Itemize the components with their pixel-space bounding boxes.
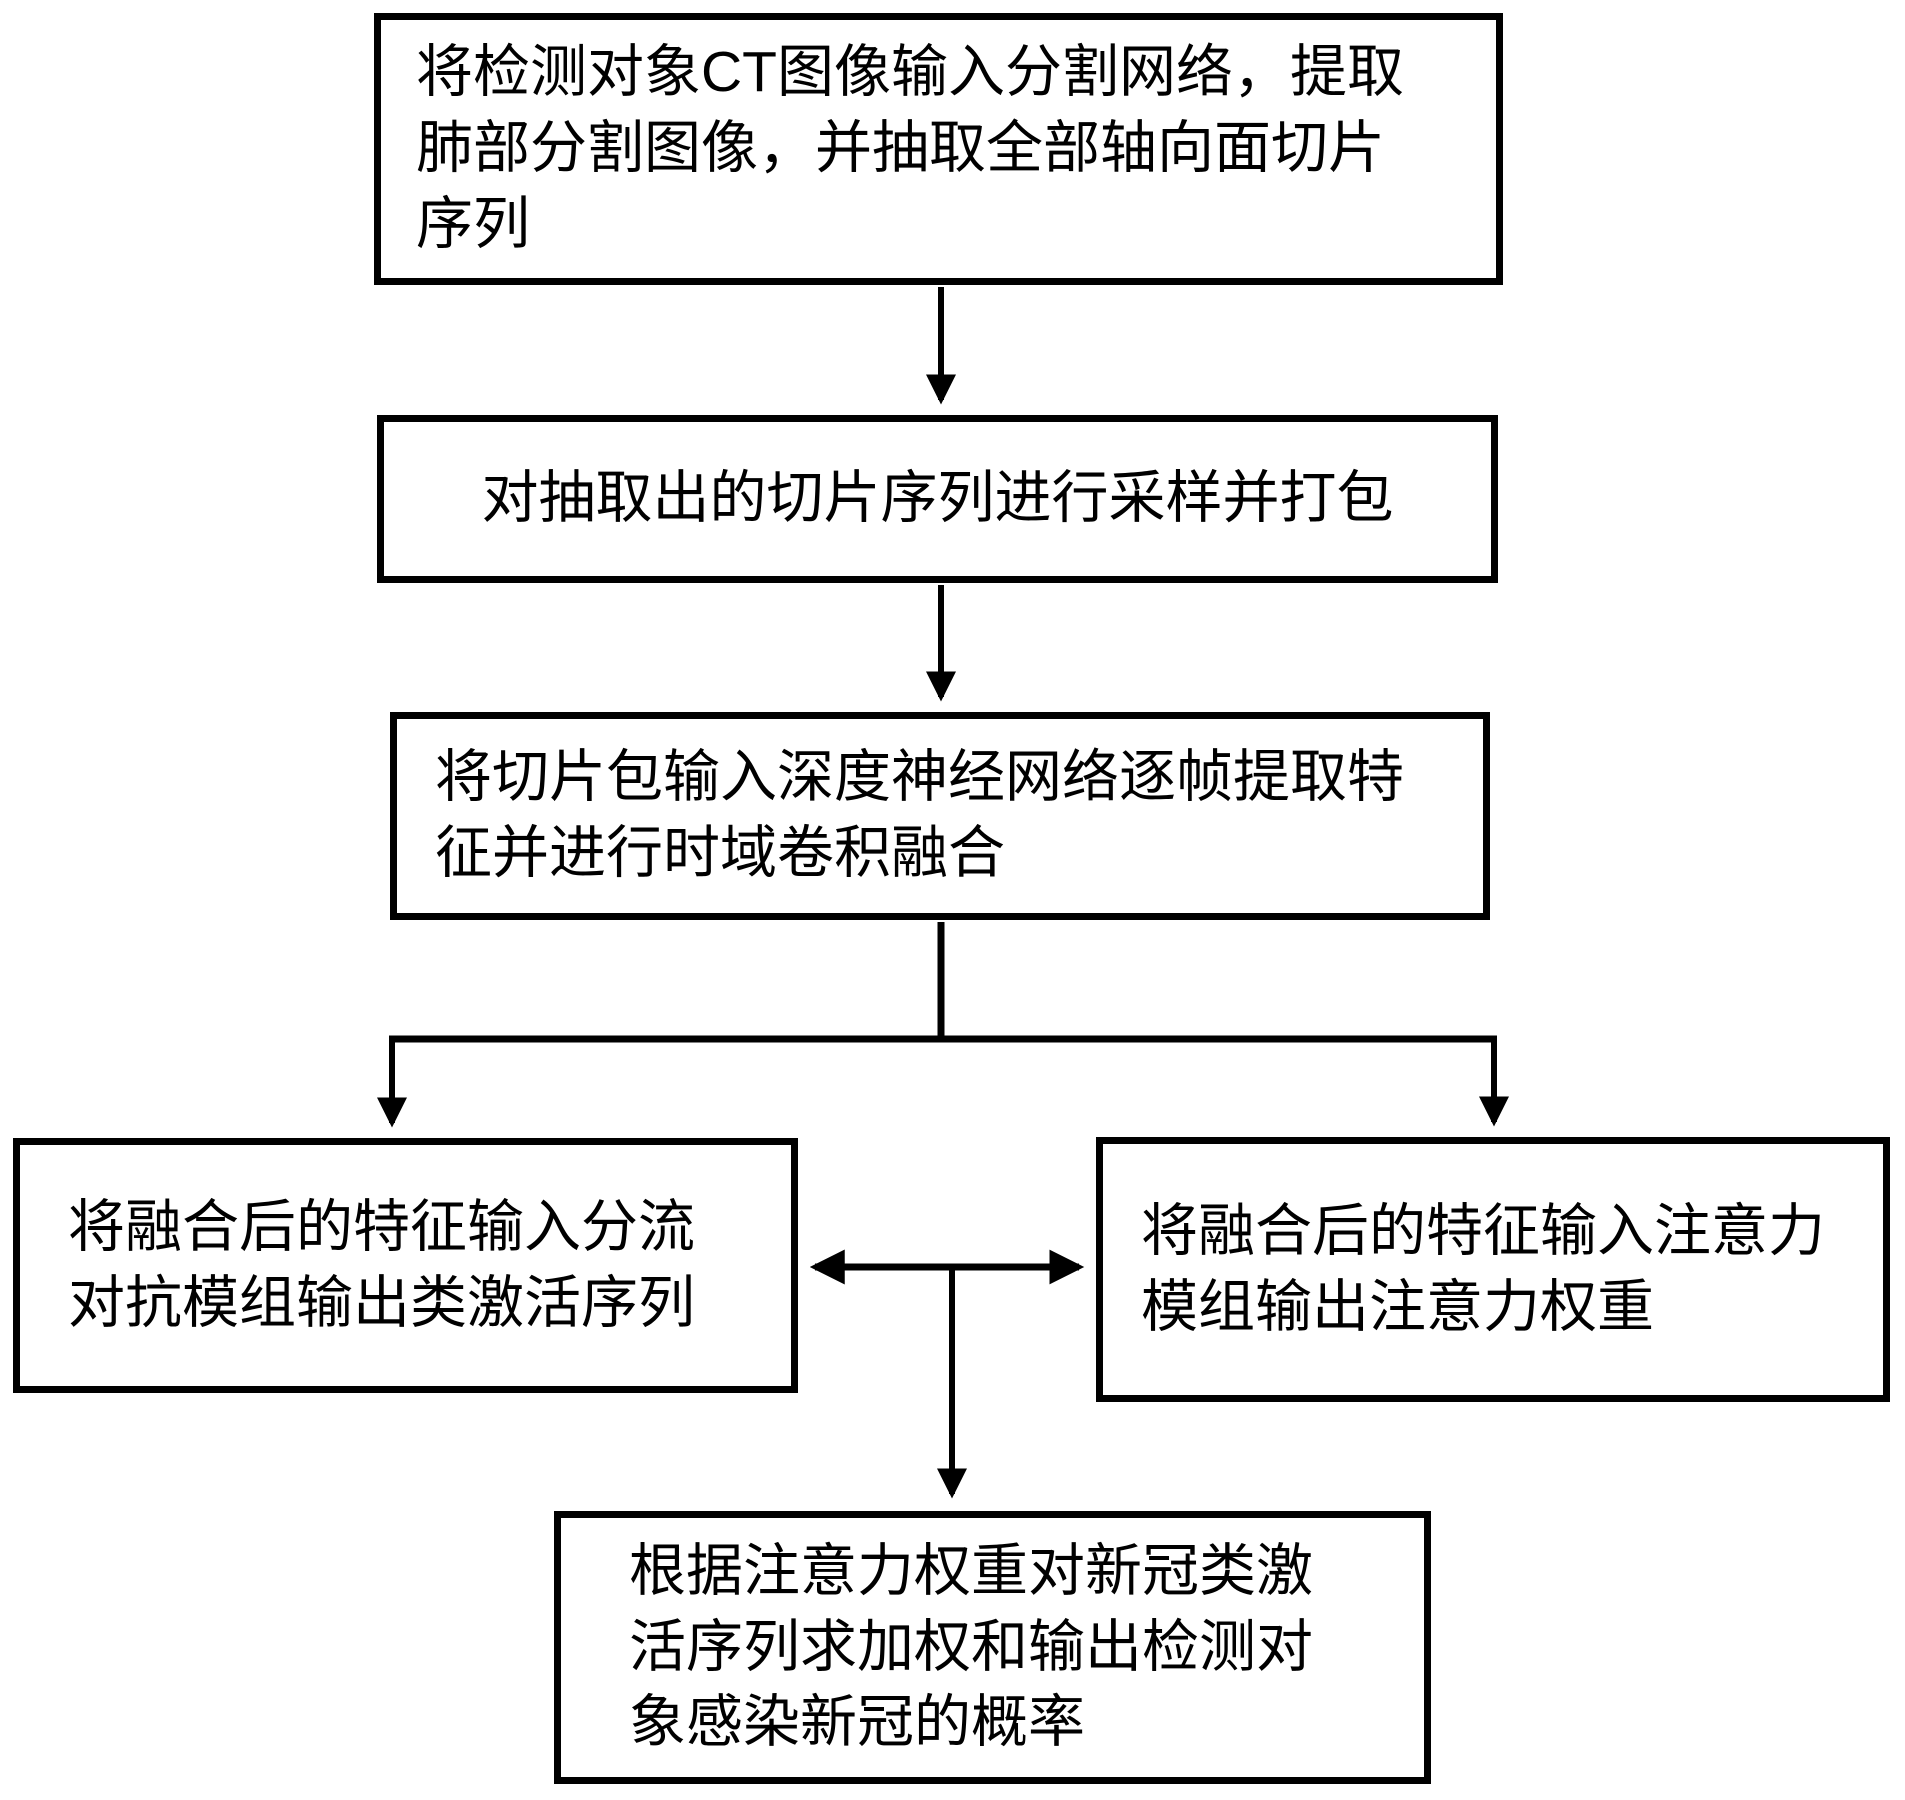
- step-6-label: 根据注意力权重对新冠类激 活序列求加权和输出检测对 象感染新冠的概率: [629, 1538, 1313, 1755]
- flowchart-step-6-output: 根据注意力权重对新冠类激 活序列求加权和输出检测对 象感染新冠的概率: [554, 1511, 1431, 1784]
- step-4-label: 将融合后的特征输入分流 对抗模组输出类激活序列: [68, 1194, 695, 1335]
- flowchart-step-2: 对抽取出的切片序列进行采样并打包: [377, 415, 1498, 583]
- step-3-label: 将切片包输入深度神经网络逐帧提取特 征并进行时域卷积融合: [435, 745, 1404, 885]
- flowchart-step-3: 将切片包输入深度神经网络逐帧提取特 征并进行时域卷积融合: [390, 712, 1490, 920]
- flowchart-step-4-shunt-adversarial: 将融合后的特征输入分流 对抗模组输出类激活序列: [13, 1138, 798, 1393]
- flowchart-step-5-attention: 将融合后的特征输入注意力 模组输出注意力权重: [1096, 1137, 1890, 1402]
- step-5-label: 将融合后的特征输入注意力 模组输出注意力权重: [1141, 1198, 1825, 1339]
- branch-connector-step3: [389, 922, 1497, 1043]
- step-2-label: 对抽取出的切片序列进行采样并打包: [481, 466, 1394, 531]
- step-1-label: 将检测对象CT图像输入分割网络，提取 肺部分割图像，并抽取全部轴向面切片 序列: [416, 40, 1404, 256]
- flowchart-step-1: 将检测对象CT图像输入分割网络，提取 肺部分割图像，并抽取全部轴向面切片 序列: [374, 13, 1503, 285]
